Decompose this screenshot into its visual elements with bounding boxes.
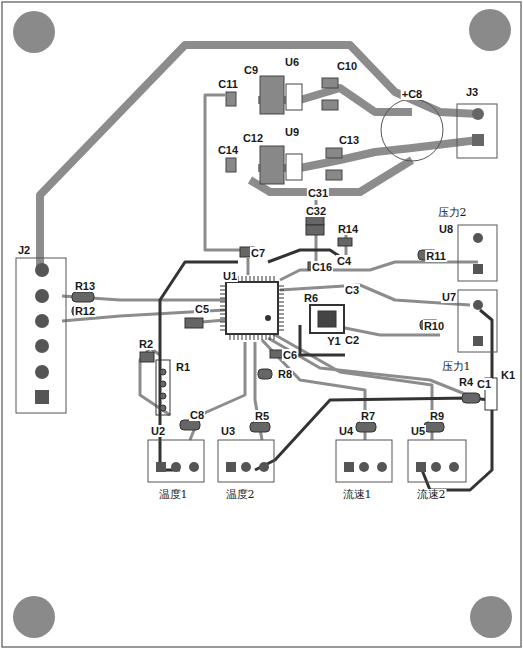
j2-connector <box>16 258 66 413</box>
part-designator: R10 <box>423 320 445 332</box>
part-designator: R2 <box>138 338 154 350</box>
part-designator: C12 <box>242 132 264 144</box>
sensor-name: 压力1 <box>441 361 472 373</box>
sensor-name: 流速2 <box>416 489 447 501</box>
part-designator: C31 <box>307 187 329 199</box>
mcu-u1 <box>220 276 284 340</box>
sensor-name: 温度1 <box>158 489 189 501</box>
part-designator: +C8 <box>401 88 424 100</box>
part-designator: U7 <box>441 291 457 303</box>
part-designator: K1 <box>500 369 516 381</box>
connector-pads <box>156 233 483 472</box>
part-designator: R13 <box>74 280 96 292</box>
part-designator: R4 <box>458 376 474 388</box>
part-designator: U1 <box>222 270 238 282</box>
part-designator: U4 <box>338 425 354 437</box>
capacitor-c8 <box>381 99 443 161</box>
passives <box>72 215 497 432</box>
part-designator: R14 <box>337 223 359 235</box>
power-traces <box>40 45 478 270</box>
signal-traces <box>62 95 478 440</box>
sensor-name: 温度2 <box>225 489 256 501</box>
part-designator: U6 <box>284 56 300 68</box>
part-designator: C16 <box>311 261 333 273</box>
part-designator: C32 <box>305 205 327 217</box>
part-designator: U8 <box>438 223 454 235</box>
part-designator: C6 <box>282 349 298 361</box>
part-designator: R9 <box>429 410 445 422</box>
mounting-holes <box>13 9 512 638</box>
part-designator: C4 <box>336 255 352 267</box>
part-designator: R7 <box>360 410 376 422</box>
part-designator: C11 <box>217 78 239 90</box>
part-designator: J2 <box>17 244 31 256</box>
part-designator: U9 <box>284 126 300 138</box>
part-designator: U5 <box>410 425 426 437</box>
part-designator: J3 <box>465 86 479 98</box>
part-designator: C14 <box>217 144 239 156</box>
part-designator: C2 <box>344 334 360 346</box>
sensor-name: 压力2 <box>437 207 468 219</box>
regulators <box>226 76 342 184</box>
part-designator: C5 <box>194 303 210 315</box>
j3-connector <box>457 104 497 158</box>
part-designator: R5 <box>254 410 270 422</box>
part-designator: C7 <box>250 247 266 259</box>
part-designator: U3 <box>220 425 236 437</box>
part-designator: R11 <box>425 250 447 262</box>
sensor-name: 流速1 <box>342 489 373 501</box>
part-designator: C10 <box>336 60 358 72</box>
sensor-connectors <box>148 225 497 482</box>
part-designator: U2 <box>150 425 166 437</box>
part-designator: C3 <box>344 284 360 296</box>
part-designator: R6 <box>303 292 319 304</box>
ground-traces <box>160 250 492 490</box>
part-designator: C1 <box>476 378 492 390</box>
part-designator: R12 <box>74 305 96 317</box>
part-designator: C13 <box>338 134 360 146</box>
part-designator: R8 <box>277 368 293 380</box>
part-designator: R1 <box>175 361 191 373</box>
part-designator: C8 <box>189 409 205 421</box>
part-designator: C9 <box>243 64 259 76</box>
part-designator: Y1 <box>326 335 341 347</box>
